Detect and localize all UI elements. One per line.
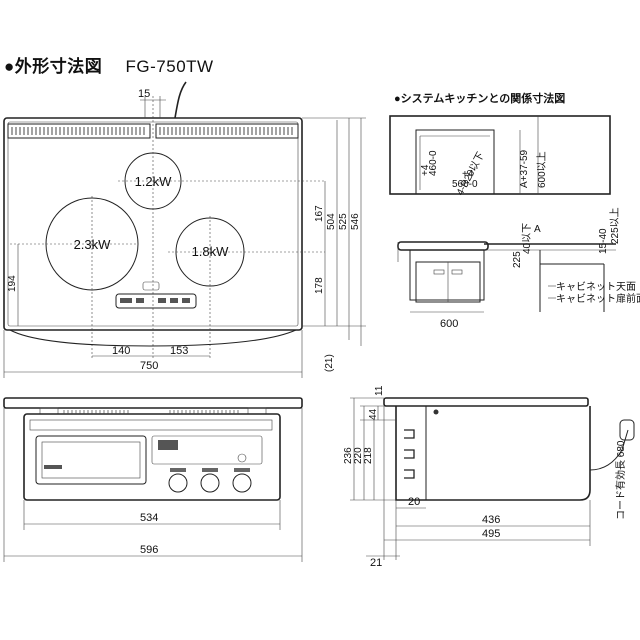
model-number: FG-750TW xyxy=(125,57,214,76)
grill-logo xyxy=(44,465,62,469)
cord-length: コード有効長 680 xyxy=(614,440,627,520)
relation-title: ●システムキッチンとの関係寸法図 xyxy=(394,93,566,105)
front-glass-edge xyxy=(3,397,303,409)
top-view: 1.2kW 2.3kW 1.8kW 15 140 153 750 194 167… xyxy=(3,81,366,378)
knob-right xyxy=(232,473,252,493)
front-control-panel xyxy=(151,435,263,465)
front-top-panel xyxy=(29,419,273,431)
knob-center xyxy=(200,473,220,493)
cabinet-section xyxy=(539,250,605,312)
dim-504: 504 xyxy=(326,213,337,230)
dim-220: 220 xyxy=(353,447,364,464)
side-view: コード有効長 680 11 44 236 220 218 20 436 495 … xyxy=(343,385,635,569)
counter-slab xyxy=(397,241,489,251)
countertop-plan xyxy=(389,115,611,195)
opening-height: 460-0 xyxy=(428,150,439,176)
indicator-lamp xyxy=(142,281,160,291)
dim-495: 495 xyxy=(482,528,500,540)
dim-194: 194 xyxy=(7,275,18,292)
dim-11: 11 xyxy=(374,385,385,396)
side-cord xyxy=(589,429,629,471)
dim-20: 20 xyxy=(408,496,420,508)
knob-left xyxy=(168,473,188,493)
dim-525: 525 xyxy=(338,213,349,230)
front-view: 534 596 xyxy=(3,397,303,562)
cabinet-top-label: キャビネット天面 xyxy=(556,281,636,293)
burner-left-power: 2.3kW xyxy=(74,237,112,252)
burner-right-power: 1.8kW xyxy=(192,244,230,259)
opening-width: 560-0 xyxy=(452,179,478,190)
dim-167: 167 xyxy=(314,205,325,222)
dim-236: 236 xyxy=(343,447,354,464)
power-indicator xyxy=(237,453,247,463)
dim-750: 750 xyxy=(140,360,158,372)
dim-40: 40以下 xyxy=(522,223,533,254)
dim-225b: 225 xyxy=(512,251,523,268)
control-keys xyxy=(120,298,190,303)
diagram-title: ●外形寸法図 xyxy=(4,57,103,76)
plug xyxy=(619,419,635,441)
dim-21: 21 xyxy=(370,557,382,569)
dim-225: 225以上 xyxy=(609,207,621,244)
vent-slots xyxy=(11,127,293,135)
dim-15-40: 15-40 xyxy=(598,228,609,254)
dim-153: 153 xyxy=(170,345,188,357)
dim-436: 436 xyxy=(482,514,500,526)
front-lip xyxy=(9,329,297,347)
dim-596: 596 xyxy=(140,544,158,556)
exhaust-vent-right xyxy=(155,123,299,139)
burner-top-power: 1.2kW xyxy=(135,174,173,189)
dim-534: 534 xyxy=(140,512,158,524)
opening-width-tol: +4 xyxy=(462,169,474,180)
dim-178: 178 xyxy=(314,277,325,294)
cabinet-600: 600 xyxy=(440,318,458,330)
opening-height-tol: +4 xyxy=(420,164,431,176)
dim-44: 44 xyxy=(368,408,379,420)
grill-door xyxy=(35,435,147,485)
dim-218: 218 xyxy=(363,447,374,464)
side-glass-edge xyxy=(383,397,589,407)
side-body xyxy=(395,406,591,501)
depth-a: A+37-59 xyxy=(519,149,530,188)
cabinet-front-label: キャビネット扉前面 xyxy=(556,292,640,305)
relation-diagram: +4 460-0 4-R20以下 +4 560-0 A+37-59 600以上 … xyxy=(389,115,640,330)
control-panel-top xyxy=(115,293,197,309)
cabinet-body xyxy=(409,250,485,301)
front-display xyxy=(158,440,178,450)
dim-546: 546 xyxy=(350,213,361,230)
side-front-panel xyxy=(395,405,427,501)
grill-window xyxy=(41,441,141,479)
dim-21-paren: (21) xyxy=(324,354,335,372)
power-cord xyxy=(174,81,187,119)
exhaust-vent-left xyxy=(7,123,151,139)
label-a: A xyxy=(534,224,541,235)
cutout-opening xyxy=(415,129,495,195)
dim-140: 140 xyxy=(112,345,130,357)
min-600: 600以上 xyxy=(536,151,548,188)
dim-15: 15 xyxy=(138,88,150,100)
front-body xyxy=(23,413,281,501)
